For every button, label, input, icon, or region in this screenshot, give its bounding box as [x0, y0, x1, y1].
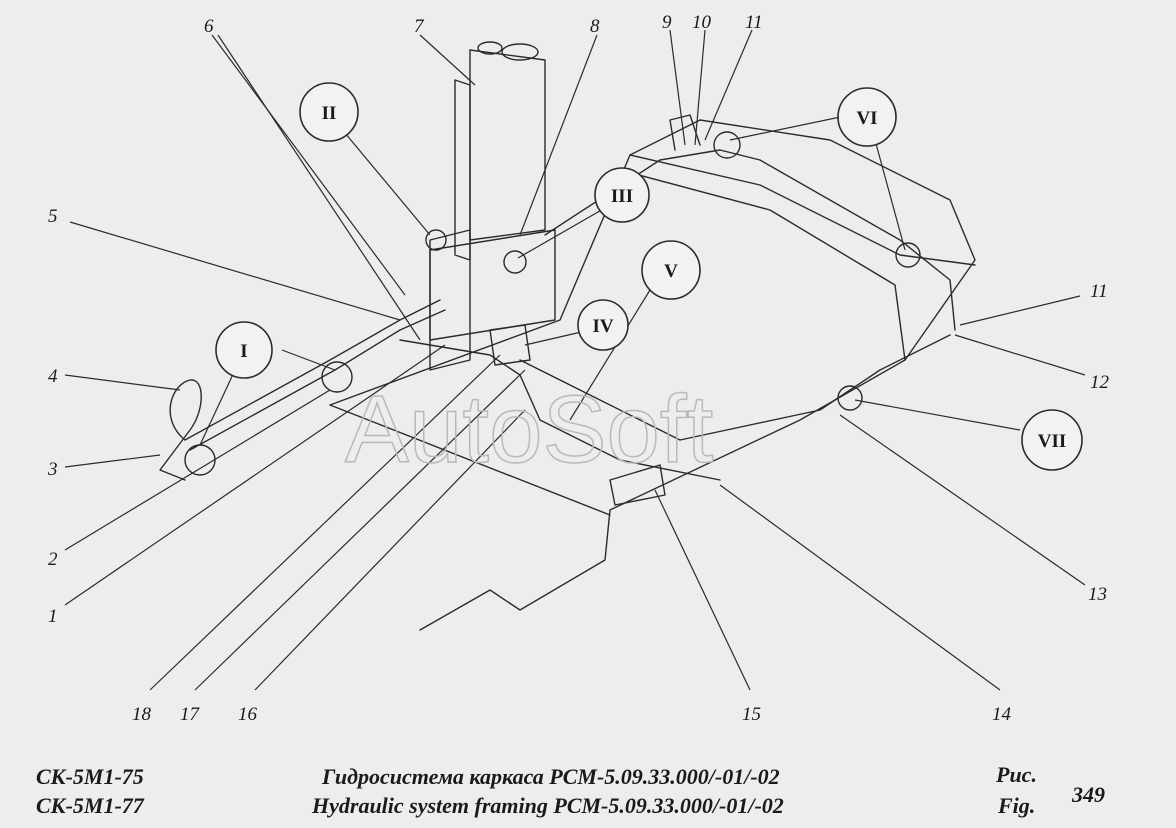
- tank-cap-2: [501, 43, 539, 61]
- callout-16: 16: [238, 704, 258, 725]
- callout-3: 3: [47, 459, 58, 480]
- cooler: [429, 229, 556, 341]
- callout-15: 15: [742, 704, 761, 725]
- detail-circle-i-2: [184, 444, 216, 476]
- callout-11-top: 11: [745, 12, 763, 33]
- view-label-vii: VII: [1038, 431, 1067, 452]
- callout-8: 8: [590, 16, 600, 37]
- pipeline-loop: [159, 379, 202, 481]
- detail-circle-iii: [503, 250, 527, 274]
- pipeline-main-2: [189, 309, 446, 451]
- frame-crease: [629, 154, 976, 266]
- view-label-ii: II: [322, 103, 337, 124]
- valve-block: [609, 464, 666, 506]
- view-label-vi: VI: [856, 108, 877, 129]
- pipeline-main: [184, 299, 441, 441]
- figure-number: 349: [1072, 782, 1105, 807]
- title-russian: Гидросистема каркаса РСМ-5.09.33.000/-01…: [322, 764, 780, 789]
- callout-6: 6: [204, 16, 214, 37]
- pipeline-rear: [519, 334, 951, 441]
- callout-7: 7: [414, 16, 425, 37]
- pipeline-top: [544, 149, 956, 331]
- watermark: AutoSoft: [345, 376, 713, 483]
- frame-lower-edge: [329, 404, 611, 516]
- view-bubble-iv: [577, 299, 629, 351]
- detail-circle-vi-2: [895, 242, 921, 268]
- view-bubble-vi: [837, 87, 897, 147]
- detail-circle-vi: [713, 131, 741, 159]
- view-bubble-v: [641, 240, 701, 300]
- tank-cap: [477, 41, 503, 55]
- frame-outline: [329, 119, 976, 631]
- callout-13: 13: [1088, 584, 1107, 605]
- callout-5: 5: [48, 206, 58, 227]
- callout-14: 14: [992, 704, 1012, 725]
- frame-crease-2: [619, 169, 906, 361]
- view-bubble-ii: [299, 82, 359, 142]
- fig-label-russian: Рис.: [996, 762, 1037, 787]
- callout-10: 10: [692, 12, 712, 33]
- model-code-1: СК-5М1-75: [36, 764, 144, 789]
- tank: [469, 49, 546, 241]
- callout-4: 4: [48, 366, 58, 387]
- pipeline-top-loop: [669, 114, 701, 151]
- detail-circle-vii: [837, 385, 863, 411]
- view-label-iii: III: [611, 186, 633, 207]
- view-label-iv: IV: [592, 316, 613, 337]
- callout-2: 2: [48, 549, 58, 570]
- callout-9: 9: [662, 12, 672, 33]
- view-label-v: V: [664, 261, 678, 282]
- pipeline-to-valve: [399, 339, 721, 481]
- detail-circle-i: [321, 361, 353, 393]
- callout-1: 1: [48, 606, 58, 627]
- title-english: Hydraulic system framing РСМ-5.09.33.000…: [312, 793, 784, 818]
- model-code-2: СК-5М1-77: [36, 793, 144, 818]
- view-bubble-i: [215, 321, 273, 379]
- view-bubble-iii: [594, 167, 650, 223]
- distributor: [489, 324, 531, 366]
- view-bubble-vii: [1021, 409, 1083, 471]
- fig-label-english: Fig.: [998, 793, 1036, 818]
- callout-18: 18: [132, 704, 152, 725]
- callout-11-right: 11: [1090, 281, 1108, 302]
- detail-circle-ii: [425, 229, 447, 251]
- callout-12: 12: [1090, 372, 1110, 393]
- mount-plate: [454, 79, 471, 261]
- callout-17: 17: [180, 704, 201, 725]
- view-label-i: I: [240, 341, 247, 362]
